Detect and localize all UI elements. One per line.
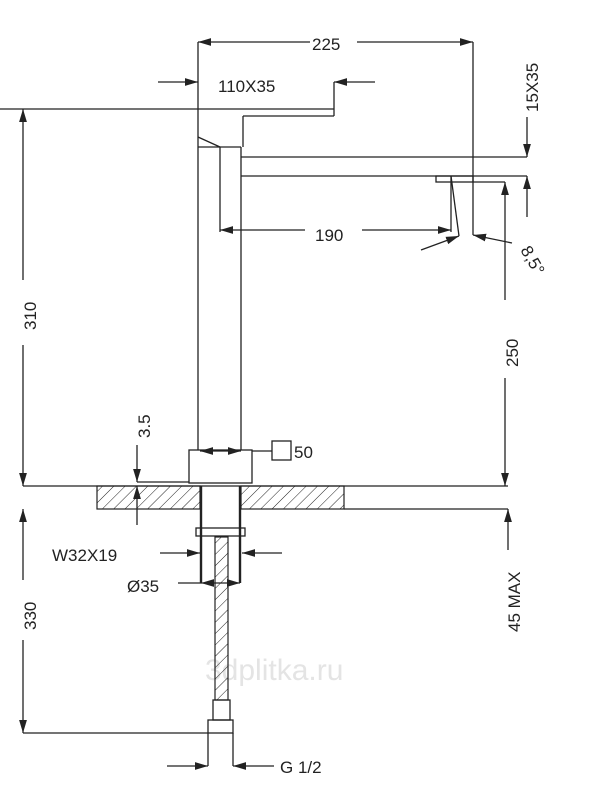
dim-190-label: 190 <box>315 226 343 245</box>
dim-connection-label: G 1/2 <box>280 758 322 777</box>
dim-330-label: 330 <box>21 602 40 630</box>
square-symbol-icon <box>271 440 292 461</box>
spout <box>241 156 527 237</box>
dim-spout-section-label: 15X35 <box>523 63 542 112</box>
dim-250-label: 250 <box>503 339 522 367</box>
flexible-hose <box>207 536 234 766</box>
dim-max-deck-label: 45 MAX <box>505 572 524 632</box>
faucet-body <box>197 42 242 450</box>
shank <box>195 486 246 583</box>
dim-angle-label: 8,5° <box>517 243 549 279</box>
countertop <box>23 485 508 510</box>
dim-hole-label: Ø35 <box>127 577 159 596</box>
dim-thread-label: W32X19 <box>52 546 117 565</box>
dim-base-square-label: 50 <box>294 443 313 462</box>
base <box>137 449 253 484</box>
dim-handle-label: 110X35 <box>218 77 275 96</box>
handle <box>0 82 335 147</box>
dim-225-label: 225 <box>312 35 340 54</box>
dim-3-5-label: 3.5 <box>135 414 154 438</box>
dim-310-label: 310 <box>21 302 40 330</box>
